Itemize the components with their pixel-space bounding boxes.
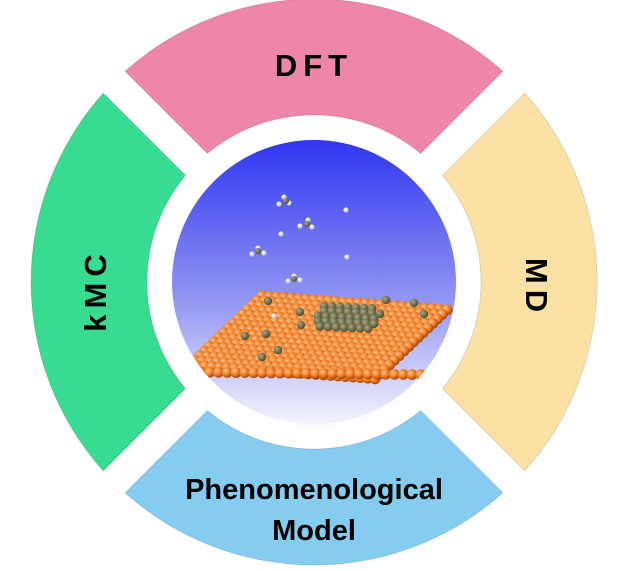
adsorbate-atom: [363, 324, 373, 334]
slab-atom: [213, 366, 224, 378]
gas-atom: [309, 224, 315, 230]
adsorbate-atom: [381, 295, 391, 305]
slab-atom: [380, 368, 391, 380]
center-illustration: [171, 140, 461, 431]
slab-atom: [186, 366, 198, 378]
slab-atom: [336, 368, 347, 380]
adsorbate-atom: [347, 323, 357, 333]
gas-atom: [278, 231, 284, 237]
gas-atom: [249, 251, 255, 257]
adsorbate-atom: [419, 309, 429, 319]
gas-atom: [261, 250, 267, 256]
right-segment: [441, 92, 598, 472]
adsorbate-atom: [273, 345, 283, 355]
gas-atom: [297, 223, 303, 229]
gas-molecule-core: [255, 248, 261, 254]
center-circle: [172, 140, 456, 424]
adsorbate-atom: [296, 320, 306, 330]
gas-molecule-core: [291, 276, 297, 282]
slab-atom: [406, 369, 418, 380]
adsorbate-atom: [369, 319, 379, 329]
gas-molecule-core: [283, 198, 289, 204]
adsorbate-atom: [263, 296, 273, 306]
md-label: MD: [519, 258, 554, 318]
slab-atom: [257, 367, 268, 379]
slab-atom: [274, 367, 286, 379]
left-segment: [30, 92, 187, 472]
dft-label: DFT: [275, 48, 353, 83]
phenomenological-label: Phenomenological: [185, 474, 443, 506]
slab-atom: [204, 366, 216, 378]
adsorbate-atom: [257, 352, 267, 362]
slab-atom: [362, 368, 374, 380]
slab-atom: [309, 368, 321, 379]
slab-atom: [301, 367, 312, 379]
adsorbate-atom: [409, 298, 419, 308]
slab-atom: [389, 368, 400, 380]
adsorbate-atom: [331, 322, 341, 332]
slab-atom: [353, 368, 365, 380]
adsorbate-atom: [323, 322, 333, 332]
adsorbate-atom: [295, 307, 305, 317]
slab-atom: [371, 368, 383, 380]
adsorbate-atom: [240, 331, 250, 341]
slab-atom: [265, 367, 277, 379]
adsorbate-atom: [315, 322, 325, 331]
slab-atom: [239, 367, 251, 378]
slab-atom: [283, 367, 295, 379]
gas-atom: [297, 277, 303, 283]
model-label: Model: [272, 515, 356, 547]
slab-atom: [397, 369, 409, 380]
slab-atom: [318, 368, 330, 379]
gas-atom: [344, 254, 350, 260]
kmc-label: kMC: [78, 248, 113, 331]
gas-atom: [285, 278, 291, 284]
gas-molecule-core: [304, 221, 310, 227]
gas-atom: [271, 313, 277, 319]
bottom-segment: [124, 409, 504, 566]
catalyst-surface-scene: [184, 194, 453, 385]
adsorbate-atom: [339, 323, 349, 332]
slab-atom: [221, 367, 233, 378]
adsorbate-atom: [375, 309, 385, 319]
gas-atom: [276, 201, 282, 207]
slab-atom: [433, 369, 444, 381]
gas-atom: [343, 207, 349, 213]
slab-atom: [292, 367, 303, 379]
adsorbate-atom: [261, 329, 271, 339]
ring-segments: [30, 0, 598, 566]
top-segment: [124, 0, 504, 155]
slab-atom: [327, 368, 339, 379]
slab-atom: [230, 367, 242, 378]
slab-atom: [248, 367, 259, 379]
adsorbate-atom: [355, 324, 365, 333]
slab-atom: [345, 368, 356, 380]
